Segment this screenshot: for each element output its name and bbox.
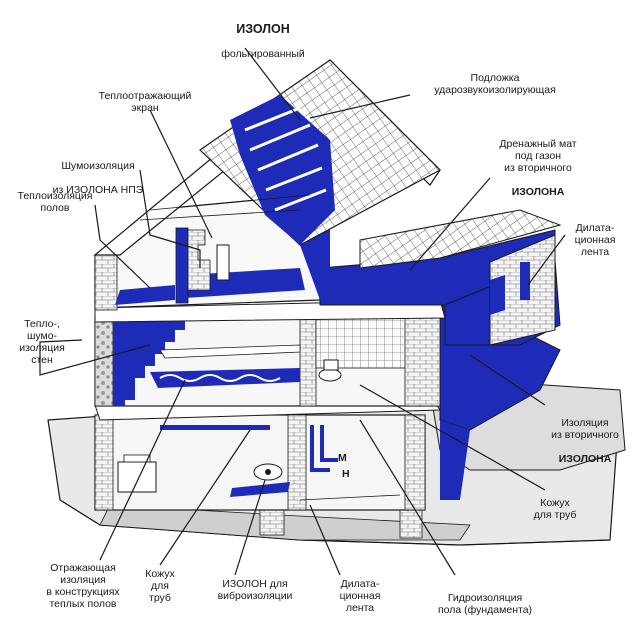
label-pipe-m: М: [338, 452, 347, 464]
label-dilatation-tape-bottom: Дилата- ционная лента: [339, 578, 381, 614]
leader-lines: [39, 47, 566, 576]
label-noise-line1: Шумоизоляция: [61, 160, 135, 172]
label-wall-insulation: Тепло-, шумо- изоляция стен: [19, 318, 65, 366]
first-floor: [94, 317, 441, 407]
label-izolon-foiled: ИЗОЛОН фольгированный: [203, 10, 323, 72]
label-secondary-izolon: Изоляция из вторичного ИЗОЛОНА: [530, 405, 640, 477]
label-floor-insulation: Теплоизоляция полов: [17, 190, 93, 214]
label-vibro-izolon: ИЗОЛОН для виброизоляции: [217, 578, 293, 602]
label-pipe-n: Н: [342, 468, 350, 480]
label-pipe-casing-right: Кожух для труб: [533, 497, 577, 521]
label-heat-reflecting-screen: Теплоотражающий экран: [98, 90, 192, 114]
label-noise-line2: из ИЗОЛОНА НПЭ: [52, 184, 144, 196]
label-secondary-izolon-bold: ИЗОЛОНА: [558, 453, 612, 465]
label-underlay: Подложка ударозвукоизолирующая: [434, 72, 556, 96]
label-dilatation-tape-right: Дилата- ционная лента: [574, 222, 616, 258]
label-reflective-insulation: Отражающая изоляция в конструкциях теплы…: [46, 562, 120, 610]
label-izolon-foiled-sub: фольгированный: [221, 48, 305, 60]
label-noise-insulation-npe: Шумоизоляция из ИЗОЛОНА НПЭ: [28, 148, 168, 208]
label-drainage-izolon: ИЗОЛОНА: [511, 186, 565, 198]
label-drainage-lines: Дренажный мат под газон из вторичного: [499, 138, 577, 174]
label-drainage-mat: Дренажный мат под газон из вторичного ИЗ…: [478, 126, 598, 210]
label-waterproofing: Гидроизоляция пола (фундамента): [437, 592, 533, 616]
label-secondary-lines: Изоляция из вторичного: [551, 417, 619, 441]
main-roof: [93, 59, 441, 256]
label-pipe-casing-bottom: Кожух для труб: [145, 568, 175, 604]
label-izolon-foiled-title: ИЗОЛОН: [236, 22, 290, 36]
